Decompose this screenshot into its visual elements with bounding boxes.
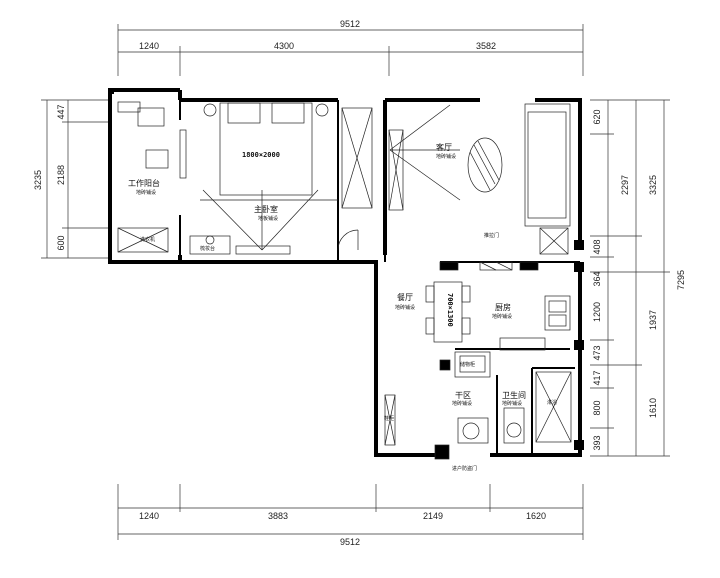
label-storage: 储物柜 — [460, 361, 475, 368]
left-dimension-lines — [41, 99, 108, 259]
dim-top-2: 4300 — [274, 41, 294, 51]
dim-right-1: 620 — [592, 109, 602, 124]
dim-right-5: 1200 — [592, 302, 602, 322]
dim-right-2: 2297 — [620, 175, 630, 195]
dim-top-total: 9512 — [340, 19, 360, 29]
label-living-room: 客厅 — [436, 142, 452, 152]
walls — [108, 88, 582, 457]
dim-right-9: 393 — [592, 435, 602, 450]
dim-left-total: 3235 — [33, 170, 43, 190]
bedroom-furniture — [189, 102, 373, 255]
label-floor-note-6: 地砖铺设 — [452, 400, 472, 407]
label-dressing-table: 梳妆台 — [200, 245, 215, 252]
label-floor-note-3: 地砖铺设 — [436, 153, 456, 160]
dim-right-total: 7295 — [676, 270, 686, 290]
dim-top-3: 3582 — [476, 41, 496, 51]
label-dining-room: 餐厅 — [397, 293, 413, 302]
label-sliding-door: 推拉门 — [484, 232, 499, 239]
label-master-bedroom: 主卧室 — [254, 204, 278, 214]
label-work-balcony: 工作阳台 — [128, 178, 160, 188]
label-washer: 洗衣机 — [140, 236, 155, 243]
living-room-furniture — [388, 103, 571, 255]
label-bed-size: 1800×2000 — [242, 151, 280, 159]
label-floor-note-5: 地砖铺设 — [492, 313, 512, 320]
dim-right-8: 800 — [592, 400, 602, 415]
dim-right-6: 473 — [592, 345, 602, 360]
label-shoe-cabinet: 鞋柜 — [384, 415, 394, 422]
label-floor-note-2: 地板铺设 — [258, 215, 278, 222]
dim-bottom-1: 1240 — [139, 511, 159, 521]
label-bathroom: 卫生间 — [502, 390, 526, 400]
dim-bottom-3: 2149 — [423, 511, 443, 521]
dim-bottom-4: 1620 — [526, 511, 546, 521]
label-table-size: 700×1300 — [446, 293, 454, 327]
dim-left-2: 2188 — [56, 165, 66, 185]
label-floor-note-1: 地砖铺设 — [136, 189, 156, 196]
dim-right-mid-2: 1937 — [648, 310, 658, 330]
partitions — [179, 100, 580, 455]
label-bottom-note: 进户防盗门 — [452, 465, 477, 472]
label-floor-note-4: 地砖铺设 — [395, 304, 415, 311]
dim-right-7: 417 — [592, 370, 602, 385]
dining-furniture — [425, 261, 539, 343]
dim-bottom-total: 9512 — [340, 537, 360, 547]
bottom-dimension-lines — [117, 484, 584, 540]
label-dry-area: 干区 — [455, 391, 471, 400]
dim-right-mid-1: 3325 — [648, 175, 658, 195]
bathroom-furniture — [384, 371, 572, 460]
kitchen-furniture — [439, 295, 571, 378]
dim-top-1: 1240 — [139, 41, 159, 51]
dim-right-mid-3: 1610 — [648, 398, 658, 418]
label-shower: 淋浴 — [547, 399, 557, 406]
dim-right-3: 408 — [592, 239, 602, 254]
dim-right-4: 364 — [592, 271, 602, 286]
dim-left-3: 600 — [56, 235, 66, 250]
dim-left-1: 447 — [56, 104, 66, 119]
right-dimension-lines — [590, 99, 670, 457]
label-kitchen: 厨房 — [495, 302, 511, 312]
window-marks — [108, 88, 584, 450]
label-floor-note-7: 地砖铺设 — [502, 400, 522, 407]
dim-bottom-2: 3883 — [268, 511, 288, 521]
work-balcony-furniture — [117, 101, 187, 253]
top-dimension-lines — [117, 24, 584, 76]
